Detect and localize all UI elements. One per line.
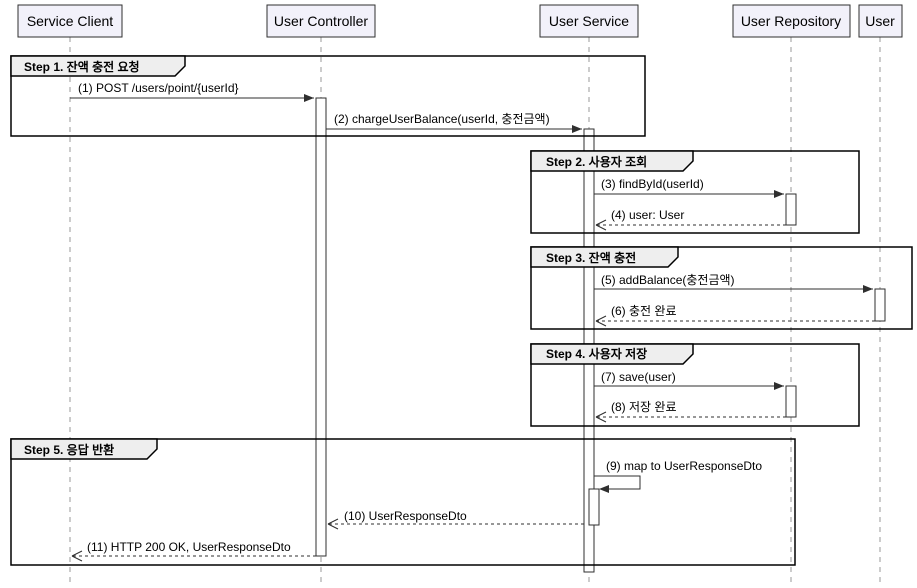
arrowhead-icon <box>327 518 339 530</box>
arrowhead-icon <box>595 219 607 231</box>
activation-user-repository-save <box>785 385 797 418</box>
step-title: Step 4. 사용자 저장 <box>546 346 647 361</box>
message-7[interactable]: (7) save(user) <box>594 370 784 390</box>
message-4[interactable]: (4) user: User <box>595 208 786 231</box>
participant-label: User Controller <box>274 13 368 29</box>
arrowhead-icon <box>71 550 83 562</box>
step-title: Step 2. 사용자 조회 <box>546 154 647 169</box>
participant-user[interactable]: User <box>858 4 903 38</box>
activation-user-service-self <box>588 488 600 526</box>
step-frame-1: Step 1. 잔액 충전 요청 <box>10 55 646 137</box>
step-title: Step 1. 잔액 충전 요청 <box>24 59 140 74</box>
message-label: (8) 저장 완료 <box>611 400 677 414</box>
message-label: (6) 충전 완료 <box>611 304 677 318</box>
participants: Service Client User Controller User Serv… <box>17 4 903 38</box>
arrowhead-icon <box>774 190 784 198</box>
message-8[interactable]: (8) 저장 완료 <box>595 400 786 423</box>
arrowhead-icon <box>863 285 873 293</box>
message-1[interactable]: (1) POST /users/point/{userId} <box>70 81 314 102</box>
message-label: (5) addBalance(충전금액) <box>601 273 735 287</box>
step-frame-2: Step 2. 사용자 조회 <box>530 150 860 234</box>
message-label: (4) user: User <box>611 208 684 222</box>
message-label: (11) HTTP 200 OK, UserResponseDto <box>87 540 291 554</box>
arrowhead-icon <box>595 315 607 327</box>
message-9[interactable]: (9) map to UserResponseDto <box>594 459 762 493</box>
step-title: Step 5. 응답 반환 <box>24 442 114 457</box>
message-label: (10) UserResponseDto <box>344 509 467 523</box>
arrowhead-icon <box>304 94 314 102</box>
step-frame-3: Step 3. 잔액 충전 <box>530 246 913 330</box>
message-label: (2) chargeUserBalance(userId, 충전금액) <box>334 112 550 126</box>
activation-user-repository-find <box>785 193 797 226</box>
message-label: (1) POST /users/point/{userId} <box>78 81 239 95</box>
message-label: (9) map to UserResponseDto <box>606 459 762 473</box>
arrowhead-icon <box>572 125 582 133</box>
message-10[interactable]: (10) UserResponseDto <box>327 509 584 530</box>
participant-label: User Service <box>549 13 629 29</box>
activation-user-add-balance <box>874 288 886 322</box>
messages: (1) POST /users/point/{userId} (2) charg… <box>70 81 875 562</box>
step-frame-4: Step 4. 사용자 저장 <box>530 343 860 427</box>
participant-service-client[interactable]: Service Client <box>17 4 123 38</box>
participant-label: User <box>865 13 895 29</box>
arrowhead-icon <box>595 411 607 423</box>
message-6[interactable]: (6) 충전 완료 <box>595 304 875 327</box>
message-label: (7) save(user) <box>601 370 676 384</box>
arrowhead-icon <box>774 382 784 390</box>
step-frame-5: Step 5. 응답 반환 <box>10 438 796 566</box>
message-label: (3) findById(userId) <box>601 177 704 191</box>
participant-user-controller[interactable]: User Controller <box>266 4 376 38</box>
message-3[interactable]: (3) findById(userId) <box>594 177 784 198</box>
activation-user-controller <box>315 97 327 557</box>
step-title: Step 3. 잔액 충전 <box>546 250 636 265</box>
participant-label: User Repository <box>741 13 841 29</box>
participant-user-service[interactable]: User Service <box>539 4 639 38</box>
arrowhead-icon <box>599 485 609 493</box>
participant-label: Service Client <box>27 13 113 29</box>
participant-user-repository[interactable]: User Repository <box>732 4 851 38</box>
message-5[interactable]: (5) addBalance(충전금액) <box>594 273 873 293</box>
message-11[interactable]: (11) HTTP 200 OK, UserResponseDto <box>71 540 316 562</box>
message-2[interactable]: (2) chargeUserBalance(userId, 충전금액) <box>326 112 582 133</box>
